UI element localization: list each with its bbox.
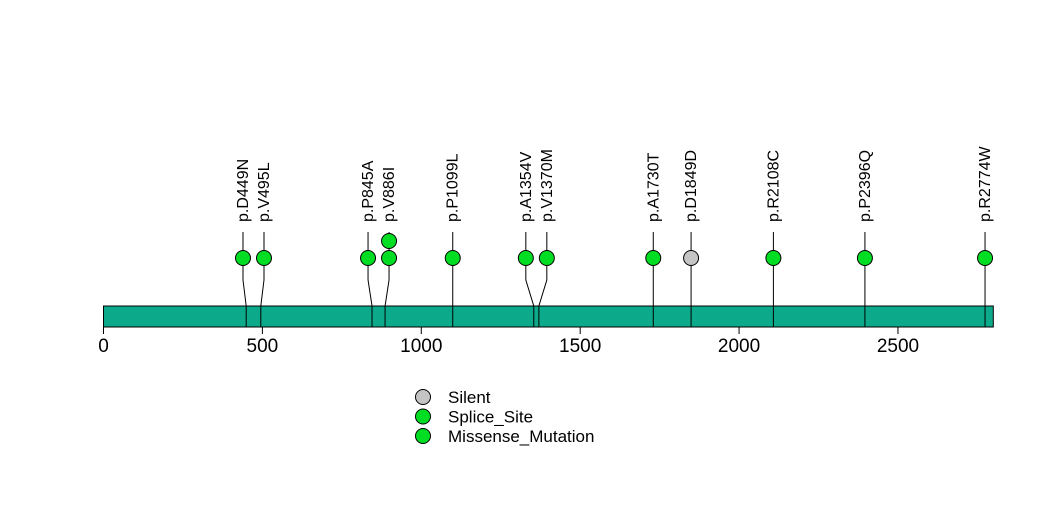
axis-tick-label: 2500	[877, 336, 919, 357]
legend-label-splice-site: Splice_Site	[448, 408, 533, 427]
mutation-label: p.R2108C	[765, 150, 782, 222]
axis-tick-label: 500	[247, 336, 279, 357]
mutation-circle	[538, 250, 555, 266]
legend-swatch-splice-site-icon	[415, 408, 431, 425]
mutation-circle	[765, 250, 782, 266]
axis-tick-label: 0	[98, 336, 109, 357]
mutation-label: p.D449N	[235, 159, 252, 222]
axis-tick-label: 2000	[718, 336, 760, 357]
gene-bar	[103, 305, 994, 328]
legend-swatch-missense-mutation-icon	[415, 428, 431, 444]
mutation-label: p.D1849D	[683, 150, 700, 222]
mutation-circle	[517, 250, 534, 266]
mutation-label: p.R2774W	[977, 146, 994, 222]
legend: Silent Splice_Site Missense_Mutation	[415, 388, 594, 446]
mutation-circle	[977, 250, 994, 266]
axis-tick-label: 1000	[400, 336, 442, 357]
mutation-circle	[234, 250, 251, 266]
mutation-circle	[444, 250, 461, 266]
mutation-circles-group	[234, 233, 994, 266]
legend-item-splice-site: Splice_Site	[415, 408, 533, 427]
legend-swatch-silent-icon	[415, 389, 431, 405]
mutation-label: p.P845A	[360, 160, 377, 222]
mutation-circle	[255, 250, 272, 266]
legend-label-silent: Silent	[448, 388, 491, 407]
gene-bar-group	[103, 305, 994, 328]
mutation-circle	[381, 250, 398, 266]
mutation-circle	[360, 250, 377, 266]
mutation-label: p.V886I	[381, 167, 398, 222]
mutation-circle	[856, 250, 873, 266]
x-axis-group: 0 500 1000 1500 2000 2500	[98, 327, 919, 357]
mutation-circle	[683, 250, 700, 266]
mutation-label: p.A1730T	[645, 152, 662, 222]
mutation-label: p.V495L	[256, 162, 273, 222]
legend-label-missense-mutation: Missense_Mutation	[448, 427, 594, 446]
mutation-label: p.P2396Q	[857, 150, 874, 222]
mutation-label: p.P1099L	[445, 153, 462, 222]
legend-item-silent: Silent	[415, 388, 491, 407]
mutation-label: p.A1354V	[518, 151, 535, 222]
mutation-circle	[645, 250, 662, 266]
mutation-circle	[381, 233, 398, 249]
axis-tick-label: 1500	[559, 336, 601, 357]
mutation-label: p.V1370M	[539, 149, 556, 222]
legend-item-missense-mutation: Missense_Mutation	[415, 427, 594, 446]
